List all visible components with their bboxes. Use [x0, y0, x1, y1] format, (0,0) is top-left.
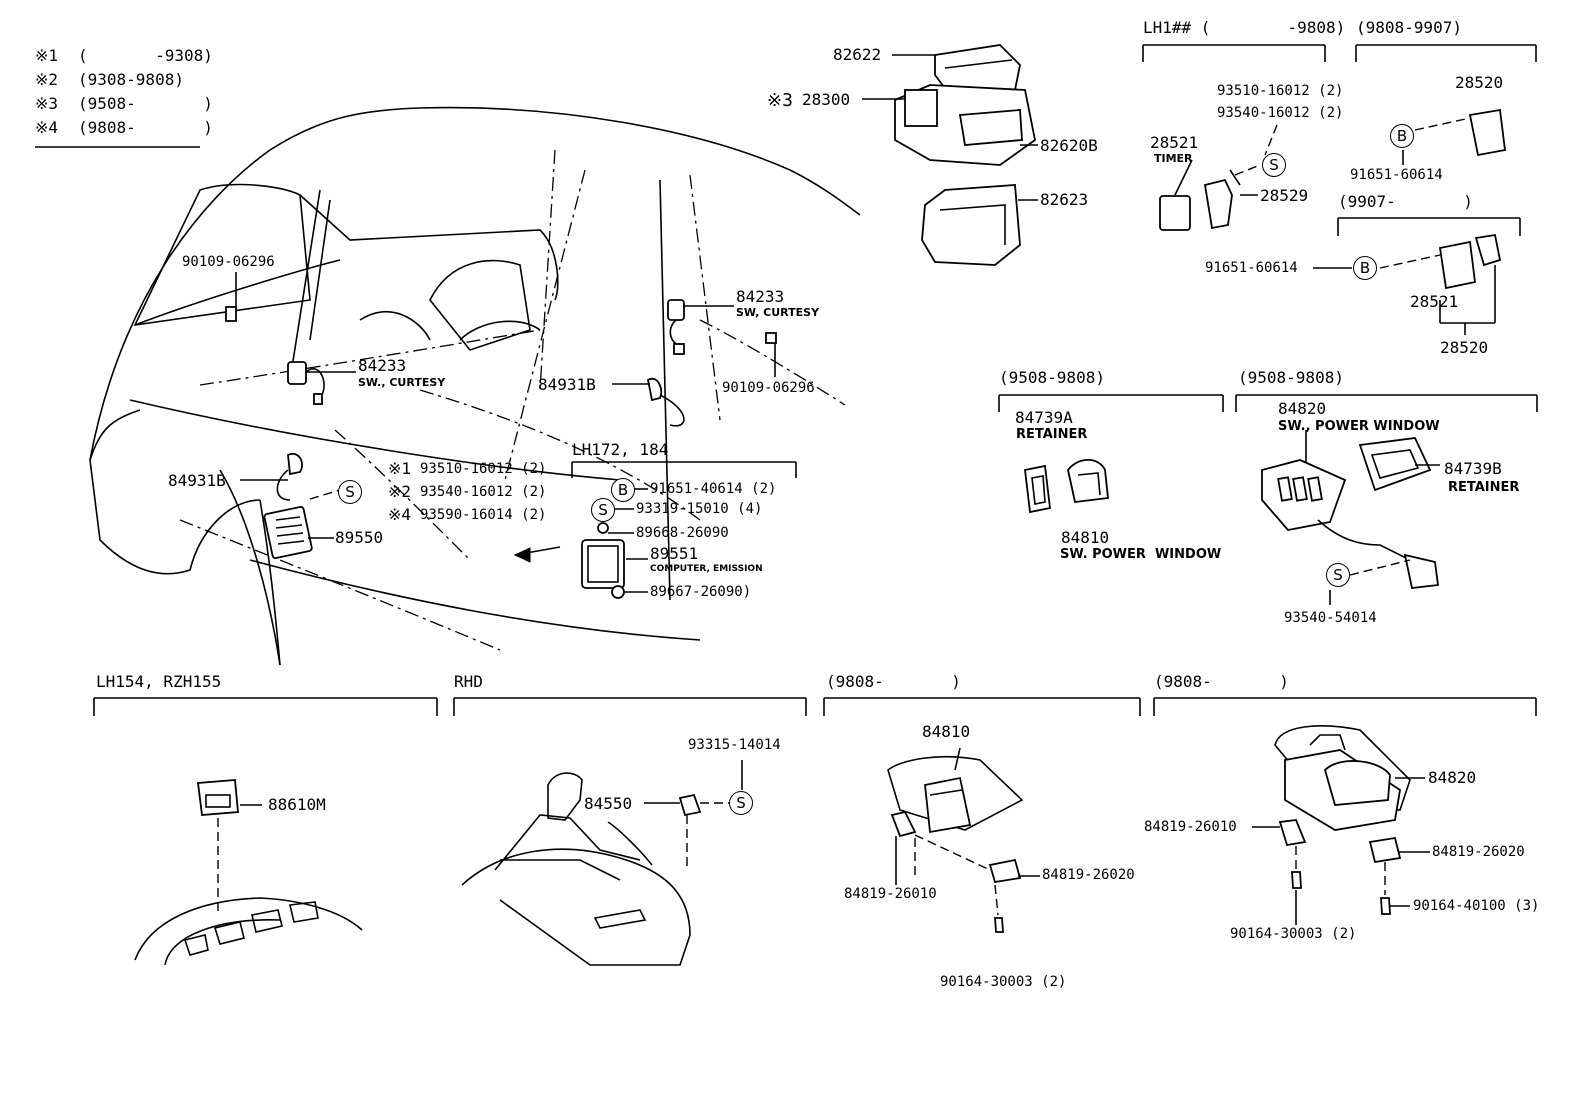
- switch-84550-drawing: [461, 760, 743, 966]
- b-circle-mark: B: [1353, 256, 1377, 280]
- part-93540-54014: 93540-54014: [1284, 610, 1377, 626]
- part-89668-26090: 89668-26090: [636, 525, 729, 541]
- timer-caption: TIMER: [1154, 152, 1193, 165]
- part-82623: 82623: [1040, 190, 1089, 209]
- power-window-switch-84810-drawing: [887, 747, 1040, 933]
- switch-88610m-drawing: [134, 779, 363, 966]
- part-93540-16012-top: 93540-16012 (2): [1217, 105, 1344, 121]
- vehicle-body-drawing: [89, 106, 861, 666]
- part-28521-mid: 28521: [1410, 292, 1459, 311]
- part-90164-30003-b: 90164-30003 (2): [1230, 926, 1357, 942]
- sw-power-window-a: SW. POWER WINDOW: [1060, 547, 1222, 562]
- s-circle-mark: S: [591, 498, 615, 522]
- part-93510-16012-top: 93510-16012 (2): [1217, 83, 1344, 99]
- legend-mark-4: ※4: [35, 118, 59, 137]
- part-28520-mid: 28520: [1440, 338, 1489, 357]
- section-lh1: LH1## ( -9808): [1143, 18, 1346, 37]
- part-91651-60614-top: 91651-60614: [1350, 167, 1443, 183]
- part-84819-26010-a: 84819-26010: [844, 886, 937, 902]
- part-84819-26010-b: 84819-26010: [1144, 819, 1237, 835]
- part-91651-40614: 91651-40614 (2): [650, 481, 777, 497]
- section-9808-a: (9808- ): [826, 672, 961, 691]
- part-28521-top: 28521: [1150, 133, 1199, 152]
- power-window-switch-a-drawing: [1024, 458, 1109, 514]
- section-lh172: LH172, 184: [572, 440, 669, 459]
- s-circle-mark: S: [338, 480, 362, 504]
- part-84819-26020-b: 84819-26020: [1432, 844, 1525, 860]
- section-9808-9907: (9808-9907): [1356, 18, 1462, 37]
- ecu-89550-drawing: [263, 489, 341, 559]
- part-84931b-right: 84931B: [538, 375, 596, 394]
- part-89551: 89551: [650, 544, 699, 563]
- computer-emission-caption: COMPUTER, EMISSION: [650, 564, 763, 574]
- computer-emission-drawing: [513, 488, 648, 599]
- part-28300: 28300: [802, 90, 851, 109]
- legend-range-2: (9308-9808): [78, 70, 184, 89]
- part-93590-16014: 93590-16014 (2): [420, 507, 547, 523]
- timer-relay-drawings: [1159, 108, 1506, 335]
- legend-range-3: (9508- ): [78, 94, 213, 113]
- part-84820-b: 84820: [1428, 768, 1477, 787]
- part-93315-14014: 93315-14014: [688, 737, 781, 753]
- retainer-a-caption: RETAINER: [1016, 427, 1088, 442]
- section-lh154: LH154, RZH155: [96, 672, 222, 691]
- s-circle-mark: S: [729, 791, 753, 815]
- part-88610m: 88610M: [268, 795, 326, 814]
- part-90164-30003-a: 90164-30003 (2): [940, 974, 1067, 990]
- part-28300-mark: ※3: [767, 90, 793, 111]
- part-28529: 28529: [1260, 186, 1309, 205]
- mark-2: ※2: [388, 482, 412, 501]
- part-82620b: 82620B: [1040, 136, 1098, 155]
- part-90164-40100: 90164-40100 (3): [1413, 898, 1540, 914]
- power-window-switch-b-drawing: [1261, 430, 1440, 605]
- sw-curtesy-left: SW., CURTESY: [358, 376, 446, 389]
- legend-mark-1: ※1: [35, 46, 59, 65]
- leader-lines: [235, 272, 776, 539]
- part-82622: 82622: [833, 45, 882, 64]
- section-power-window: (9508-9808): [1238, 368, 1344, 387]
- section-retainer: (9508-9808): [999, 368, 1105, 387]
- part-84819-26020-a: 84819-26020: [1042, 867, 1135, 883]
- part-93319-15010: 93319-15010 (4): [636, 501, 763, 517]
- part-89550: 89550: [335, 528, 384, 547]
- part-84739b: 84739B: [1444, 459, 1502, 478]
- sw-curtesy-right: SW, CURTESY: [736, 306, 820, 319]
- part-93540-16012-mid: 93540-16012 (2): [420, 484, 547, 500]
- mark-1: ※1: [388, 459, 412, 478]
- part-84931b-left: 84931B: [168, 471, 226, 490]
- sw-power-window-b: SW., POWER WINDOW: [1278, 419, 1440, 434]
- part-84820-a: 84820: [1278, 399, 1327, 418]
- part-91651-60614-mid: 91651-60614: [1205, 260, 1298, 276]
- mark-4: ※4: [388, 505, 412, 524]
- b-circle-mark: B: [611, 478, 635, 502]
- power-window-switch-84820-drawing: [1252, 725, 1430, 925]
- section-9808-b: (9808- ): [1154, 672, 1289, 691]
- part-93510-16012-mid: 93510-16012 (2): [420, 461, 547, 477]
- part-89667-26090: 89667-26090): [650, 584, 752, 600]
- legend-mark-2: ※2: [35, 70, 59, 89]
- part-90109-06296-right: 90109-06296: [722, 380, 815, 396]
- part-84810-b: 84810: [922, 722, 971, 741]
- retainer-b-caption: RETAINER: [1448, 480, 1520, 495]
- legend-range-1: ( -9308): [78, 46, 213, 65]
- part-84739a: 84739A: [1015, 408, 1073, 427]
- s-circle-mark: S: [1326, 563, 1350, 587]
- legend-mark-3: ※3: [35, 94, 59, 113]
- part-28520-top: 28520: [1455, 73, 1504, 92]
- b-circle-mark: B: [1390, 124, 1414, 148]
- section-9907: (9907- ): [1338, 192, 1473, 211]
- s-circle-mark: S: [1262, 153, 1286, 177]
- part-84810-a: 84810: [1061, 528, 1110, 547]
- curtesy-switch-drawings: [225, 299, 777, 501]
- relay-block-drawing: [862, 44, 1038, 266]
- part-84233-right: 84233: [736, 287, 785, 306]
- legend-range-4: (9808- ): [78, 118, 213, 137]
- section-rhd: RHD: [454, 672, 483, 691]
- part-84550: 84550: [584, 794, 633, 813]
- part-90109-06296-left: 90109-06296: [182, 254, 275, 270]
- part-84233-left: 84233: [358, 356, 407, 375]
